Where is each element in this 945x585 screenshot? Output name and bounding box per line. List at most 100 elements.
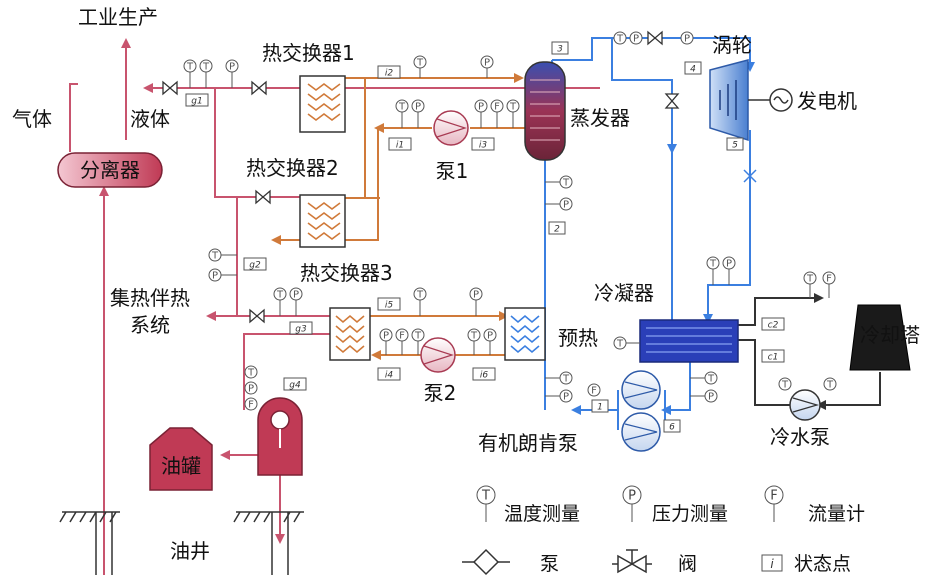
pressure-sensor-i3: P — [474, 99, 488, 128]
temp-sensor-s3: T — [613, 31, 627, 45]
label-cold-water-pump: 冷水泵 — [770, 425, 830, 449]
svg-text:T: T — [202, 62, 210, 73]
wellhead-pump — [257, 397, 303, 476]
pressure-sensor-s4: P — [680, 31, 694, 45]
legend-flow-label: 流量计 — [808, 503, 865, 525]
svg-text:T: T — [707, 374, 715, 385]
sensor-preheat-out-1: T — [545, 371, 573, 385]
pressure-sensor-i5: P — [469, 287, 483, 316]
label-generator: 发电机 — [797, 89, 857, 113]
temp-sensor-c2: T — [803, 271, 817, 298]
state-point-i1: i1 — [388, 137, 412, 151]
svg-text:i3: i3 — [479, 141, 488, 151]
svg-text:F: F — [494, 102, 500, 113]
sensor-evap-2: P — [545, 197, 573, 211]
svg-text:T: T — [781, 380, 789, 391]
legend-flow: F — [764, 485, 784, 522]
state-point-i4: i4 — [377, 367, 401, 381]
svg-text:P: P — [383, 331, 389, 342]
condenser — [639, 319, 739, 363]
label-turbine: 涡轮 — [712, 33, 752, 57]
valve-hx2-inlet — [255, 189, 271, 205]
pressure-sensor-g1: P — [225, 59, 239, 88]
svg-text:i: i — [770, 557, 774, 571]
temp-sensor-i1: T — [395, 99, 409, 128]
svg-text:T: T — [616, 339, 624, 350]
label-hx3: 热交换器3 — [300, 261, 393, 285]
svg-text:T: T — [709, 259, 717, 270]
pipe-pump-to-condenser — [738, 339, 790, 406]
cooling-tower — [849, 304, 911, 371]
svg-text:P: P — [473, 290, 479, 301]
svg-text:F: F — [770, 489, 777, 504]
valve-hx1-inlet — [251, 80, 267, 96]
svg-text:T: T — [806, 274, 814, 285]
state-point-c2: c2 — [761, 317, 785, 331]
state-point-4: 4 — [684, 61, 702, 75]
legend-pump-label: 泵 — [540, 553, 559, 575]
temp-sensor-c1: T — [778, 377, 792, 391]
svg-text:F: F — [591, 386, 597, 397]
state-point-3: 3 — [551, 41, 569, 55]
state-point-g4: g4 — [283, 377, 307, 391]
heat-exchanger-3 — [329, 307, 371, 361]
legend-state-point-label: 状态点 — [794, 553, 851, 575]
evaporator — [524, 61, 566, 161]
orc-pump-upper — [621, 370, 661, 410]
svg-text:T: T — [416, 58, 424, 69]
label-evaporator: 蒸发器 — [570, 106, 630, 130]
sensor-g4-1: T — [244, 365, 258, 379]
pipe-hot-left-vertical — [214, 88, 238, 310]
cold-water-pump — [789, 389, 821, 421]
svg-text:T: T — [562, 178, 570, 189]
svg-text:P: P — [563, 200, 569, 211]
valve-turbine-inlet — [647, 30, 663, 46]
svg-text:P: P — [487, 331, 493, 342]
state-point-g2: g2 — [243, 257, 267, 271]
state-point-2: 2 — [548, 221, 566, 235]
valve-hx3-inlet — [249, 308, 265, 324]
legend-valve-label: 阀 — [678, 553, 697, 575]
pipe-condenser-to-tower — [738, 293, 824, 326]
label-cooling-tower: 冷却塔 — [860, 323, 920, 347]
preheat-exchanger — [504, 307, 546, 361]
svg-text:P: P — [293, 290, 299, 301]
pressure-sensor-i4: P — [379, 328, 393, 355]
svg-text:c2: c2 — [768, 321, 779, 331]
flow-meter-c2: F — [822, 271, 836, 298]
state-point-i5: i5 — [377, 297, 401, 311]
svg-text:T: T — [398, 102, 406, 113]
pipe-tower-to-pump — [816, 372, 881, 410]
separator-vessel — [57, 152, 163, 188]
valves — [162, 30, 680, 324]
generator — [769, 88, 793, 112]
svg-text:T: T — [416, 290, 424, 301]
svg-text:4: 4 — [690, 65, 696, 75]
svg-text:i4: i4 — [385, 371, 394, 381]
svg-text:T: T — [481, 489, 490, 504]
svg-text:3: 3 — [557, 45, 563, 55]
label-liquid: 液体 — [130, 107, 170, 131]
svg-text:T: T — [247, 368, 255, 379]
heat-exchanger-1 — [299, 75, 346, 133]
state-point-g1: g1 — [185, 93, 209, 107]
temp-sensor-g1: T — [183, 59, 197, 88]
svg-text:i5: i5 — [385, 301, 394, 311]
state-point-1: 1 — [591, 399, 609, 413]
pipe-evaporator-to-turbine — [552, 37, 755, 72]
pressure-sensor-g3: P — [289, 287, 303, 316]
sensor-evap-1: T — [545, 175, 573, 189]
svg-text:g4: g4 — [289, 381, 301, 391]
temp-sensor-g3: T — [273, 287, 287, 316]
svg-text:P: P — [212, 271, 218, 282]
state-point-g3: g3 — [289, 321, 313, 335]
svg-text:T: T — [562, 374, 570, 385]
sensor-s6-1: T — [690, 371, 718, 385]
svg-text:P: P — [563, 392, 569, 403]
pipe-gas-out — [69, 83, 78, 152]
legend-valve-icon — [612, 549, 652, 574]
label-gas: 气体 — [12, 107, 52, 131]
legend: T 温度测量 P 压力测量 F 流量计 泵 阀 i 状态点 — [462, 485, 865, 576]
svg-text:5: 5 — [732, 141, 738, 151]
